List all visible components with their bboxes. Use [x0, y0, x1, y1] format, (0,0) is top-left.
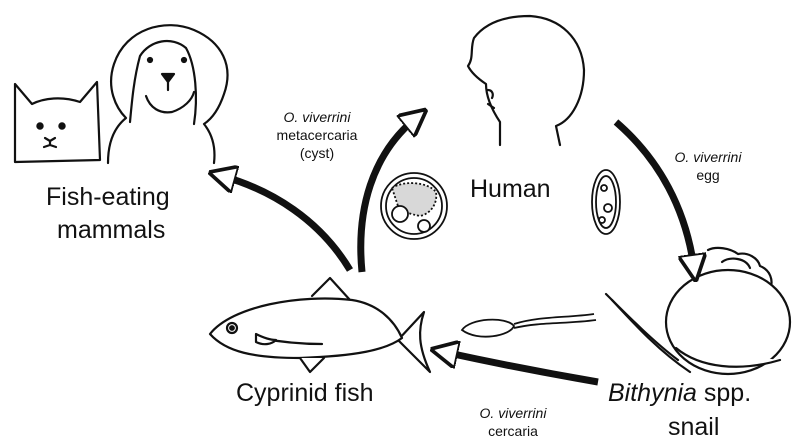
fish-icon	[210, 278, 430, 372]
snail-to-fish-arrow	[444, 352, 598, 382]
dog-icon	[108, 25, 227, 163]
fish-label: Cyprinid fish	[236, 378, 374, 408]
human-head-icon	[468, 16, 584, 145]
metacercaria-cyst-icon	[381, 173, 447, 239]
metacercaria-stage-label: O. viverrini metacercaria (cyst)	[262, 108, 372, 162]
metacercaria-note-text: (cyst)	[262, 144, 372, 162]
cat-icon	[15, 82, 100, 162]
mammals-label-line1: Fish-eating	[46, 182, 170, 212]
cercaria-stage-label: O. viverrini cercaria	[458, 404, 568, 440]
egg-icon	[592, 170, 620, 234]
snail-genus-text: Bithynia	[608, 379, 697, 407]
snail-suffix-text: spp.	[697, 379, 751, 407]
mammals-label-line2: mammals	[57, 215, 165, 245]
snail-icon	[606, 248, 790, 374]
metacercaria-name-text: metacercaria	[262, 126, 372, 144]
egg-species-text: O. viverrini	[658, 148, 758, 166]
human-label: Human	[470, 174, 551, 204]
metacercaria-species-text: O. viverrini	[262, 108, 372, 126]
cercaria-icon	[462, 314, 596, 337]
cercaria-name-text: cercaria	[458, 422, 568, 440]
snail-label-line1: Bithynia spp.	[608, 378, 751, 408]
egg-stage-label: O. viverrini egg	[658, 148, 758, 184]
human-to-snail-arrow	[616, 122, 694, 268]
egg-name-text: egg	[658, 166, 758, 184]
cercaria-species-text: O. viverrini	[458, 404, 568, 422]
fish-to-mammals-arrow	[222, 176, 350, 270]
snail-label-line2: snail	[668, 412, 719, 442]
